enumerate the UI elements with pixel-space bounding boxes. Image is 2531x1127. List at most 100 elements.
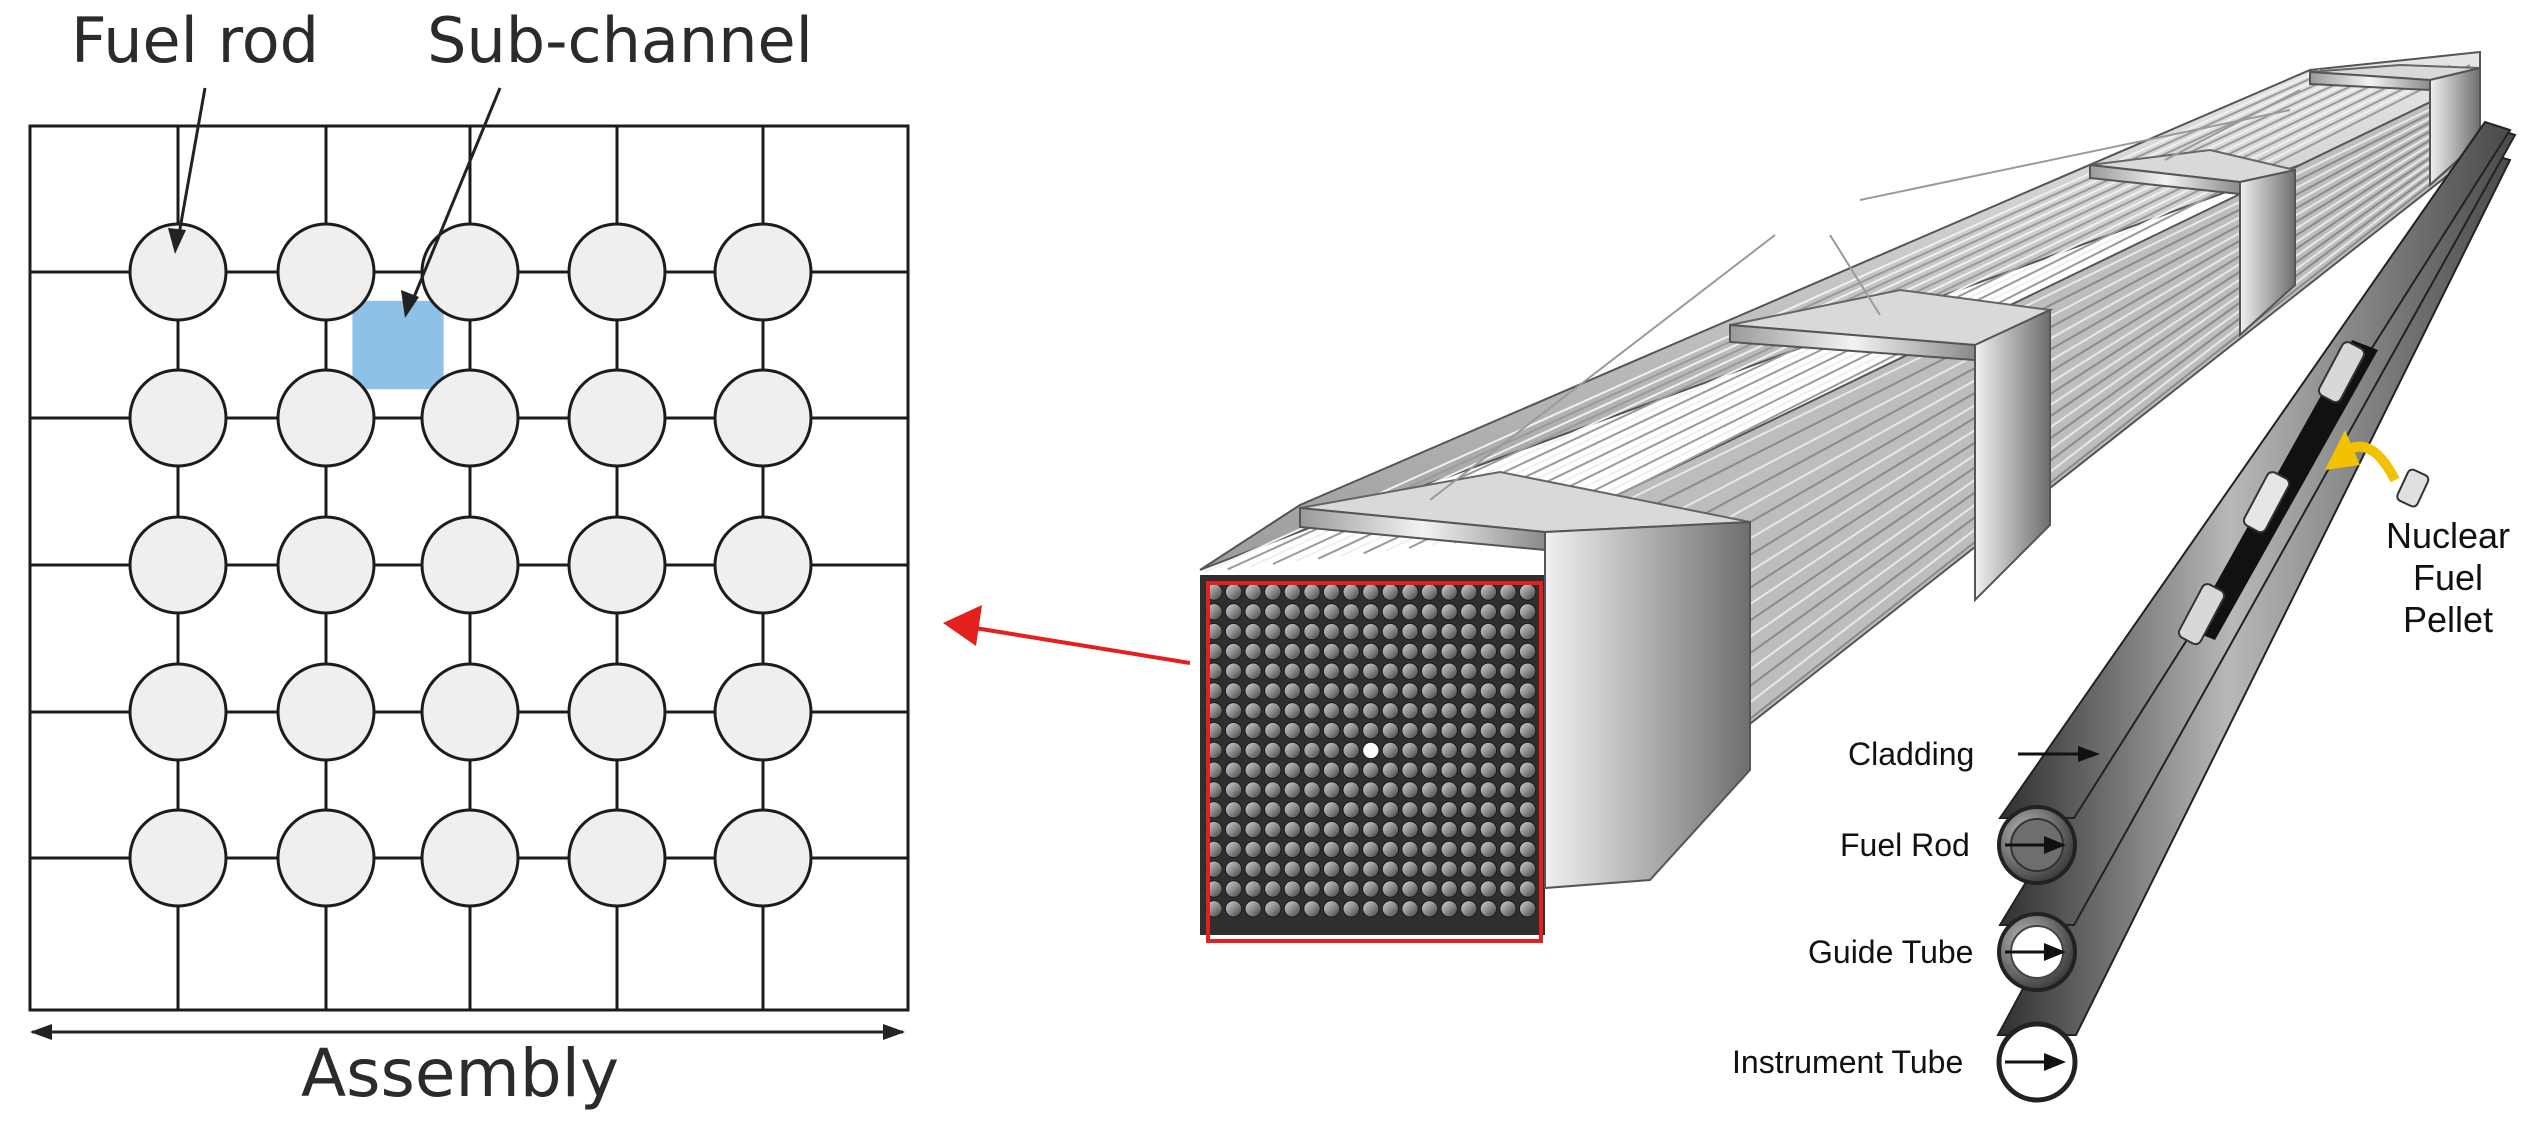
rod-tip: [1460, 702, 1478, 720]
grid-leader-lines: [1429, 89, 2301, 501]
rod-tip: [1518, 702, 1537, 720]
rod-tip: [1420, 820, 1439, 839]
rod-tip: [1381, 721, 1400, 740]
rod-tip: [1264, 721, 1282, 740]
rod-tip: [1283, 840, 1302, 859]
rod-tip: [1322, 741, 1341, 760]
rod-tip: [1283, 880, 1302, 898]
fuel-rod-arrow: [2005, 836, 2066, 854]
rod-tip: [1283, 801, 1302, 819]
rod-tip: [1342, 682, 1360, 700]
rod-tip: [1342, 702, 1360, 720]
rod-tip: [1460, 900, 1478, 918]
rod-tip: [1401, 642, 1419, 661]
rod-tip: [1283, 741, 1302, 760]
rod-tip: [1283, 662, 1302, 680]
rod-tip: [1460, 860, 1478, 878]
rod-tip: [1264, 603, 1282, 621]
spacer-grid-4: [2309, 63, 2481, 188]
rod-tip: [1303, 860, 1321, 878]
rod-tip: [1518, 840, 1537, 859]
rod-tip: [1303, 702, 1321, 720]
rod-tip: [1499, 662, 1517, 680]
rod-tip: [1322, 662, 1341, 680]
spacer-grid-1: [1299, 470, 1751, 890]
rod-tip: [1518, 642, 1537, 661]
rod-tip: [1420, 702, 1439, 720]
rod-tip: [1381, 801, 1400, 819]
pellet-label: Pellet: [2403, 599, 2493, 640]
rod-tip: [1224, 741, 1243, 760]
rod-tip: [1342, 622, 1360, 641]
rod-tip: [1342, 900, 1360, 918]
rod-tip: [1381, 702, 1400, 720]
rod-tip: [1401, 900, 1419, 918]
rod-tip: [1479, 761, 1498, 779]
rod-tip: [1401, 682, 1419, 700]
rod-tip: [1342, 721, 1360, 740]
rod-tip: [1460, 880, 1478, 898]
rod-tip: [1440, 721, 1458, 740]
fuel-rod-circle: [567, 515, 667, 615]
rod-tip: [1244, 603, 1262, 621]
pellet-insert-arrow: [2325, 430, 2400, 483]
rod-tip: [1479, 820, 1498, 839]
rod-tip: [1518, 820, 1537, 839]
rod-tip: [1401, 741, 1419, 760]
rod-tip: [1322, 781, 1341, 799]
rod-tip: [1322, 682, 1341, 700]
guide-tube-arrow: [2005, 943, 2066, 961]
pellet-stack: [2177, 341, 2366, 646]
rod-tip: [1362, 820, 1380, 839]
cladding-arrow: [2018, 746, 2100, 762]
rod-tip: [1322, 880, 1341, 898]
rod-tip: [1283, 622, 1302, 641]
rod-tip: [1420, 662, 1439, 680]
rod-tip: [1460, 741, 1478, 760]
fuel-rod-circle: [420, 222, 520, 322]
fuel-rod-circle: [128, 222, 228, 322]
guide-tube-label: Guide Tube: [1808, 934, 1973, 970]
rod-tip: [1224, 900, 1243, 918]
rod-tip: [1303, 801, 1321, 819]
rod-tip: [1460, 642, 1478, 661]
rod-tip: [1303, 820, 1321, 839]
rod-tip: [1499, 622, 1517, 641]
fuel-rod-circle: [567, 662, 667, 762]
rod-tip: [1420, 880, 1439, 898]
rod-tip: [1283, 603, 1302, 621]
assembly-arrow-left: [30, 1024, 52, 1040]
rod-tip: [1381, 900, 1400, 918]
rod-tip: [1381, 880, 1400, 898]
rod-tip: [1460, 721, 1478, 740]
rod-tip: [1420, 900, 1439, 918]
rod-tip: [1518, 583, 1537, 601]
rod-tip: [1420, 801, 1439, 819]
fuel-rod-circle: [713, 662, 813, 762]
rod-tip: [1322, 603, 1341, 621]
rod-tip: [1518, 860, 1537, 878]
rod-tip: [1342, 583, 1360, 601]
end-face-highlight-box: [1206, 581, 1543, 943]
rod-tip: [1440, 761, 1458, 779]
zoom-pointer-arrow: [943, 605, 1191, 665]
rod-tip: [1362, 900, 1380, 918]
fuel-rod-circle: [276, 662, 376, 762]
rod-tip: [1264, 662, 1282, 680]
rod-tip: [1401, 622, 1419, 641]
rod-tip: [1362, 721, 1380, 740]
rod-tip: [1303, 583, 1321, 601]
fuel-rod-circle: [420, 662, 520, 762]
rod-tip: [1420, 642, 1439, 661]
subchannel-leader-arrowhead: [401, 290, 419, 318]
rod-tip: [1264, 702, 1282, 720]
fuel-rod-cutaway: [2177, 340, 2378, 646]
rod-tip: [1342, 741, 1360, 760]
rod-tip: [1460, 583, 1478, 601]
rod-tip: [1322, 840, 1341, 859]
rod-tip: [1381, 820, 1400, 839]
rod-tip: [1264, 840, 1282, 859]
rod-tip: [1440, 801, 1458, 819]
rod-tip: [1322, 900, 1341, 918]
